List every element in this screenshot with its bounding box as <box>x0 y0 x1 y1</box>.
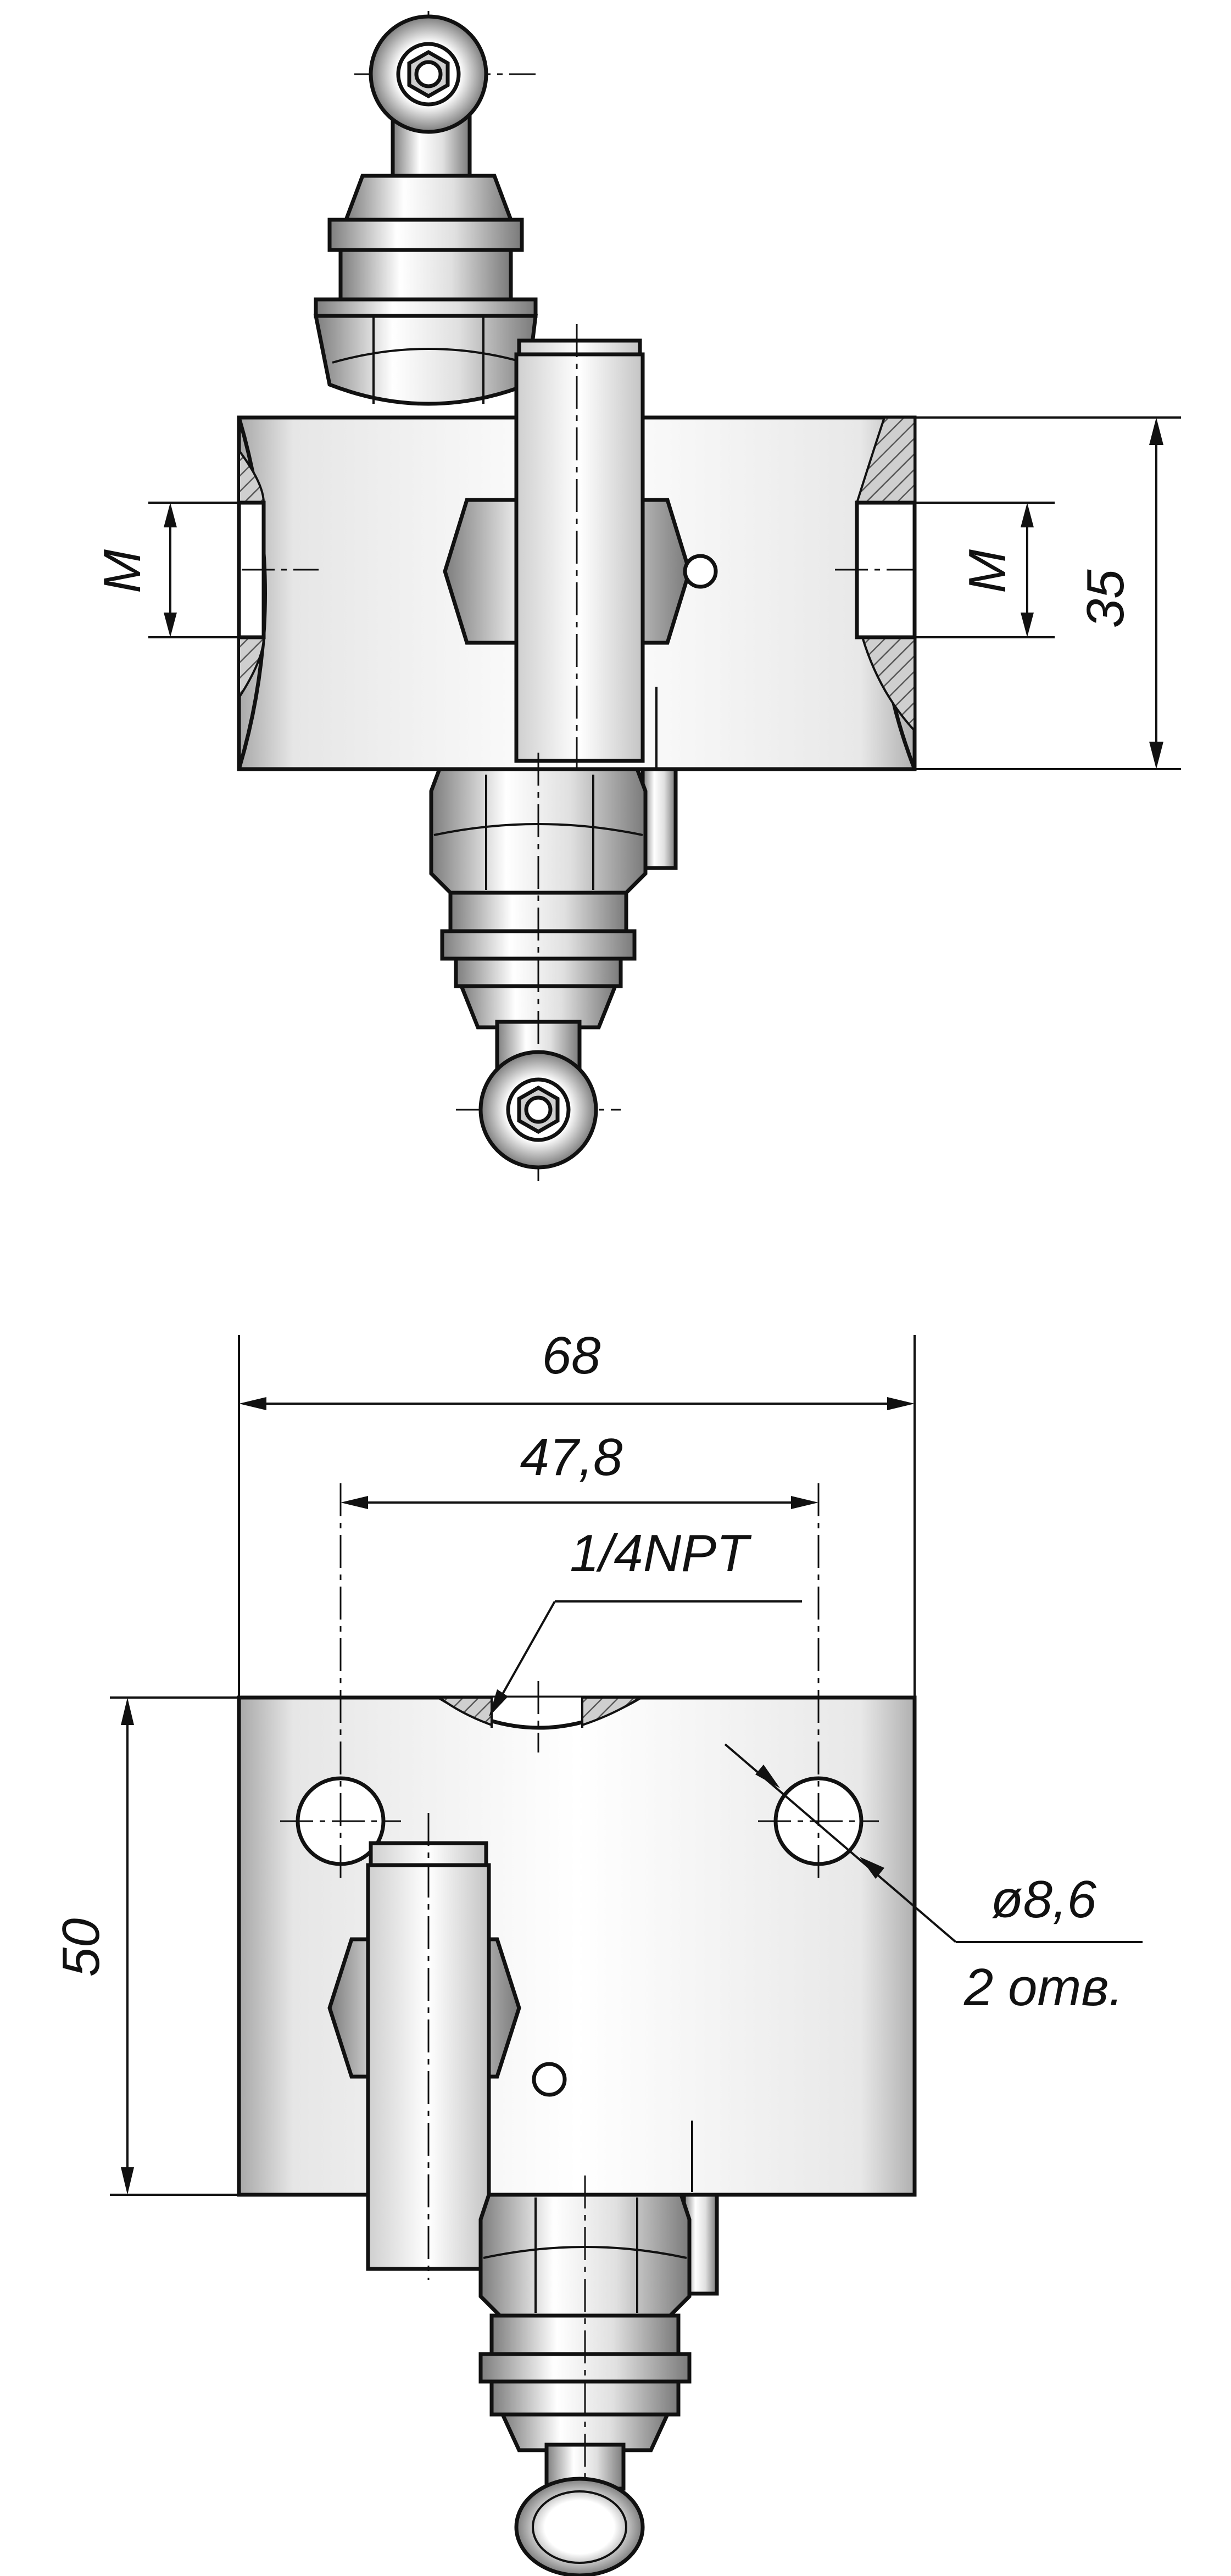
top-dim-thread-left: M <box>93 502 242 638</box>
top-view: M M 35 <box>93 11 1181 1181</box>
bottom-eye-ring <box>514 2477 645 2576</box>
bottom-width-label: 68 <box>542 1326 601 1385</box>
top-right-thread-label: M <box>958 549 1017 593</box>
bottom-dim-width: 68 <box>238 1326 916 1698</box>
top-left-thread-label: M <box>93 549 152 593</box>
top-height-label: 35 <box>1076 569 1135 628</box>
bottom-port-leader: 1/4NPT <box>489 1524 802 1717</box>
bottom-dim-height: 50 <box>52 1696 242 2196</box>
bottom-valve-body <box>237 1483 917 2197</box>
bottom-holes-spacing-label: 47,8 <box>520 1428 623 1487</box>
top-dim-thread-right: M <box>915 502 1055 638</box>
top-lower-fitting <box>429 753 678 1181</box>
bottom-hole-leader: ø8,6 2 отв. <box>724 1743 1143 2017</box>
bottom-hole-count-label: 2 отв. <box>963 1958 1123 2017</box>
bottom-handle-assembly <box>327 1813 693 2280</box>
bottom-height-label: 50 <box>52 1918 110 1977</box>
top-upper-fitting <box>313 174 538 406</box>
bottom-view: 68 47,8 1/4NPT ø8,6 2 отв. <box>52 1326 1143 2576</box>
bottom-port-thread-label: 1/4NPT <box>570 1524 752 1583</box>
top-eye-ring <box>354 11 536 178</box>
bottom-dim-holes-spacing: 47,8 <box>341 1428 818 1509</box>
bottom-hole-diameter-label: ø8,6 <box>991 1870 1097 1929</box>
top-handle-assembly <box>443 324 718 780</box>
top-lower-eye-ring <box>456 1050 621 1170</box>
top-dim-height: 35 <box>915 416 1181 770</box>
